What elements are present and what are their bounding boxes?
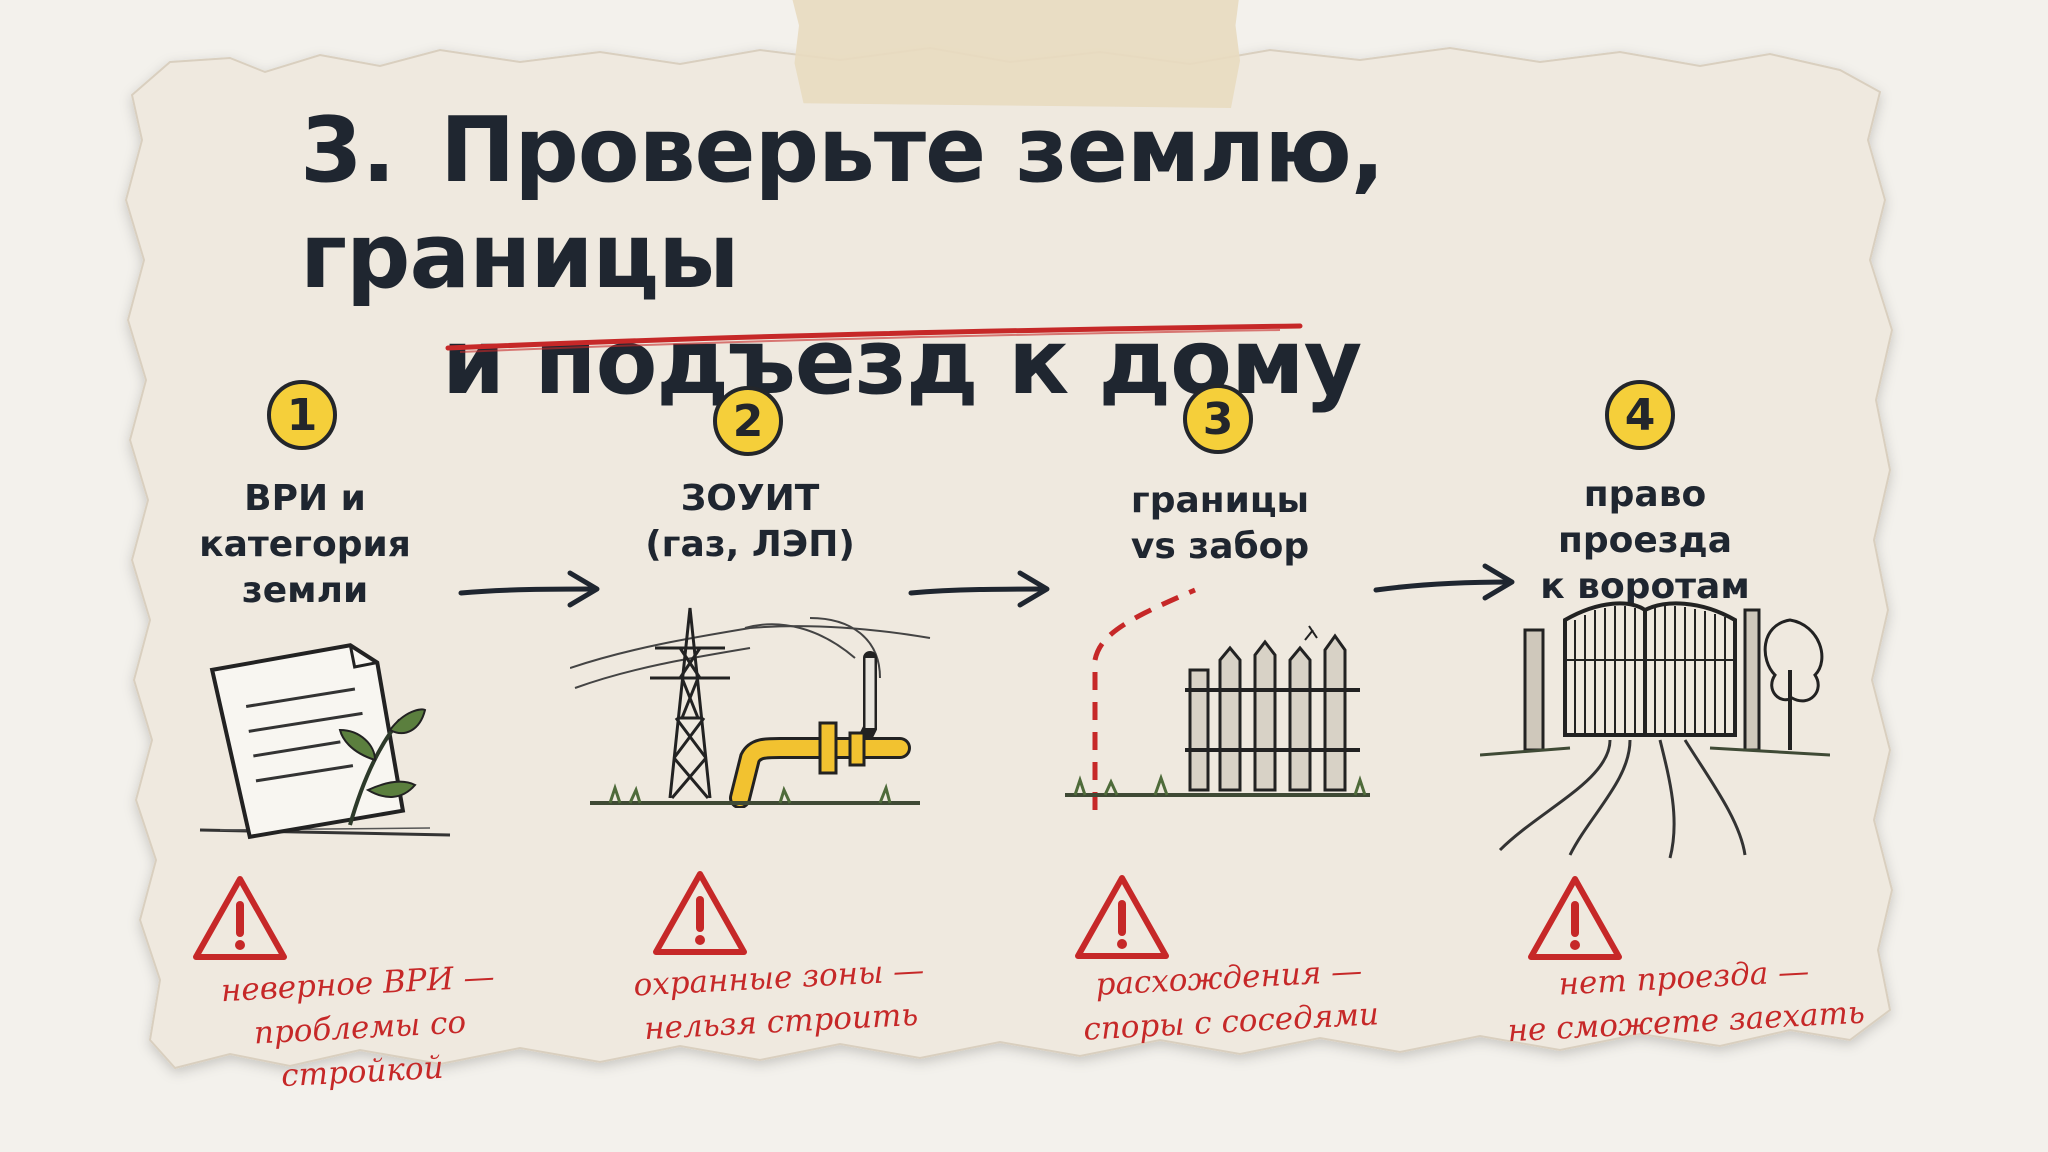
power-line-and-gas-pipe-icon bbox=[570, 607, 931, 808]
step-3-warning-text: расхождения — споры с соседями bbox=[1082, 953, 1380, 1048]
gate-and-road-icon bbox=[1480, 601, 1830, 859]
step-1-warning-icon bbox=[193, 876, 287, 960]
step-3-warning-icon bbox=[1075, 875, 1169, 959]
arrow-right-icon bbox=[1373, 563, 1515, 601]
step-3-label: границы vs забор bbox=[1130, 480, 1310, 567]
step-1-warning-text: неверное ВРИ — проблемы со стройкой bbox=[220, 958, 496, 1095]
step-4-badge: 4 bbox=[1605, 380, 1675, 450]
step-1-label: ВРИ и категория земли bbox=[199, 478, 411, 611]
step-2-warning-text: охранные зоны — нельзя строить bbox=[632, 952, 926, 1048]
arrow-right-icon bbox=[908, 570, 1050, 608]
arrow-right-icon bbox=[458, 570, 600, 608]
page-title: 3.Проверьте землю, границы и подъезд к д… bbox=[300, 98, 1700, 416]
step-4-warning-icon bbox=[1528, 876, 1622, 960]
masking-tape bbox=[790, 0, 1240, 108]
step-2-badge: 2 bbox=[713, 386, 783, 456]
title-line1: Проверьте землю, границы bbox=[300, 98, 1385, 309]
step-1-badge: 1 bbox=[267, 380, 337, 450]
step-2-label: ЗОУИТ (газ, ЛЭП) bbox=[645, 478, 855, 565]
step-4-warning-text: нет проезда — не сможете заехать bbox=[1506, 953, 1866, 1050]
step-2-warning-icon bbox=[653, 871, 747, 955]
fence-and-boundary-icon bbox=[1065, 587, 1370, 810]
step-3-badge: 3 bbox=[1183, 384, 1253, 454]
document-with-sprout-icon bbox=[199, 643, 451, 840]
step-4-label: право проезда к воротам bbox=[1540, 474, 1750, 607]
title-underline bbox=[445, 323, 1303, 353]
title-number: 3. bbox=[300, 98, 396, 203]
